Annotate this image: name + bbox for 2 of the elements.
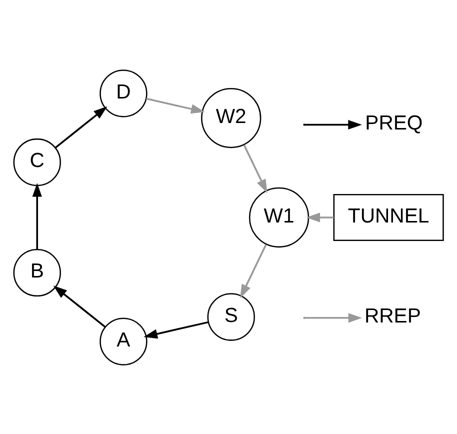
legend-label: RREP xyxy=(364,305,421,328)
legend-label: PREQ xyxy=(365,112,423,134)
